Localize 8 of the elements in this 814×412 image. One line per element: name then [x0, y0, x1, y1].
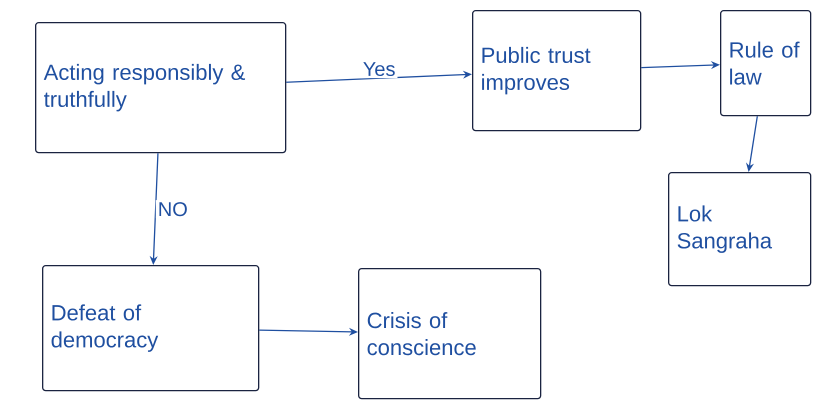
process-box: Acting responsibly & truthfully: [35, 22, 286, 154]
process-box: Public trust improves: [472, 10, 642, 132]
edge-label: NO: [156, 200, 190, 218]
process-box: Rule of law: [720, 10, 812, 116]
process-box: Crisis of conscience: [358, 268, 542, 400]
process-box: Defeat of democracy: [42, 265, 260, 392]
edge-label: Yes: [360, 60, 398, 78]
process-box: Lok Sangraha: [668, 172, 812, 286]
